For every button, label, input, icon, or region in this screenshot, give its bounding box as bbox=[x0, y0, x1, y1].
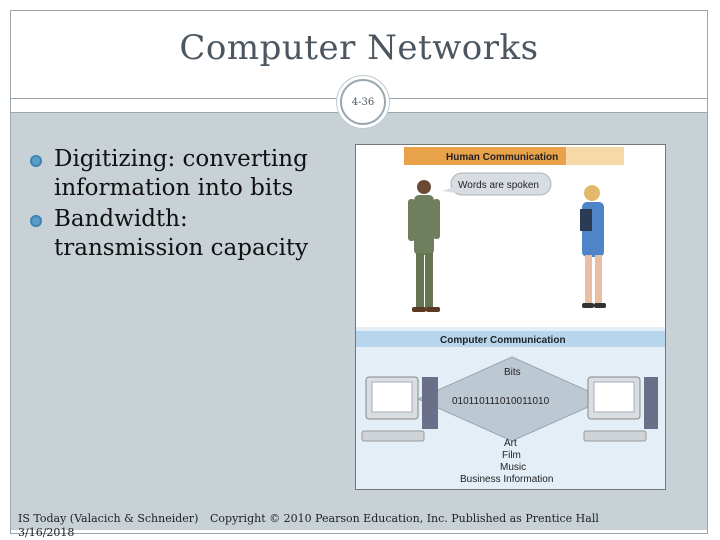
media-item: Music bbox=[500, 462, 526, 473]
media-item: Business Information bbox=[460, 474, 553, 485]
slide-title: Computer Networks bbox=[179, 28, 539, 68]
bits-diamond bbox=[416, 356, 608, 442]
bullet-dot-icon bbox=[30, 215, 42, 227]
media-item: Art bbox=[504, 438, 517, 449]
speech-bubble bbox=[450, 172, 552, 196]
media-item: Film bbox=[502, 450, 521, 461]
human-heading: Human Communication bbox=[446, 152, 558, 163]
bullet-item: Bandwidth: transmission capacity bbox=[30, 205, 340, 263]
speech-text: Words are spoken bbox=[458, 180, 539, 191]
woman-icon bbox=[580, 185, 606, 308]
binary-string: 010110111010011010 bbox=[452, 396, 550, 407]
slide-number: 4-36 bbox=[351, 96, 375, 108]
computer-heading-banner bbox=[356, 331, 665, 347]
computer-heading: Computer Communication bbox=[440, 335, 566, 346]
man-icon bbox=[408, 180, 440, 312]
bullet-dot-icon bbox=[30, 155, 42, 167]
right-computer-icon bbox=[583, 376, 658, 442]
bullet-list: Digitizing: converting information into … bbox=[30, 145, 340, 265]
footer-source-text: IS Today (Valacich & Schneider) bbox=[18, 512, 199, 525]
bullet-text: Digitizing: converting information into … bbox=[54, 146, 308, 201]
bits-label: Bits bbox=[504, 367, 521, 378]
bullet-text: Bandwidth: transmission capacity bbox=[54, 206, 309, 261]
bullet-item: Digitizing: converting information into … bbox=[30, 145, 340, 203]
footer-copyright: Copyright © 2010 Pearson Education, Inc.… bbox=[210, 512, 599, 525]
left-computer-icon bbox=[361, 376, 438, 442]
figure-illustration: Human Communication Words are spoken bbox=[356, 147, 665, 489]
footer-source: IS Today (Valacich & Schneider) 3/16/201… bbox=[18, 512, 198, 540]
communication-figure: Human Communication Words are spoken bbox=[355, 144, 666, 490]
footer-date: 3/16/2018 bbox=[18, 526, 75, 539]
slide-number-badge: 4-36 bbox=[340, 79, 386, 125]
